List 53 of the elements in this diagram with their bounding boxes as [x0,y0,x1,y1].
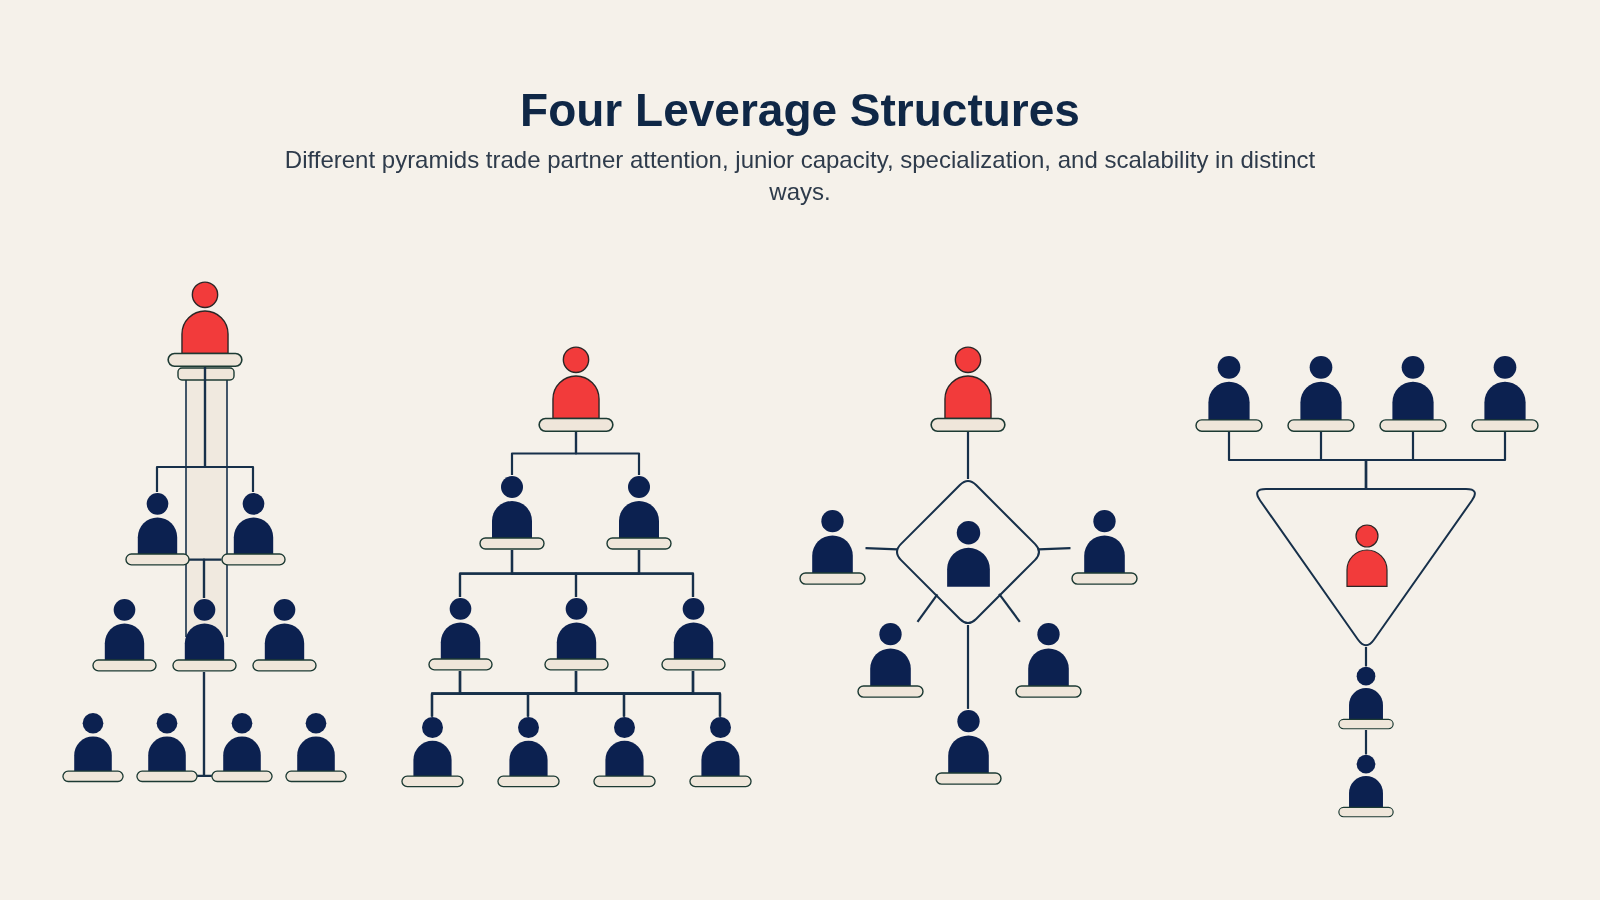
person-icon [606,475,672,550]
person-icon [124,492,190,566]
connector-line [1364,432,1507,488]
person-icon [1014,621,1082,698]
connector-line [203,367,255,493]
person-icon [538,345,614,432]
person-icon [1287,354,1355,432]
person-icon [1070,508,1138,585]
subtitle: Different pyramids trade partner attention, junior capacity, specialization, and scalability in distinct ways. [283,145,1317,207]
person-icon [479,475,545,550]
connector-line [916,593,939,623]
connector-line [865,547,898,551]
person-icon [1379,354,1447,432]
person-icon [167,280,243,367]
person-icon [1345,524,1389,587]
person-icon [171,598,237,672]
connector-line [1038,547,1071,551]
person-icon [934,708,1002,785]
person-icon [62,711,124,782]
connector-line [637,550,695,598]
person-icon [944,519,992,588]
person-icon [1471,354,1539,432]
person-icon [251,598,317,672]
connector-line [202,672,212,777]
person-icon [220,492,286,566]
title: Four Leverage Structures [520,83,1080,138]
person-icon [1338,754,1394,818]
person-icon [400,716,464,788]
person-icon [1195,354,1263,432]
person-icon [136,711,198,782]
connector-line [998,593,1021,623]
person-icon [496,716,560,788]
person-icon [592,716,656,788]
connector-line [1364,647,1368,667]
diamond-frame [895,479,1041,625]
person-icon [688,716,752,788]
connector-line [574,432,641,475]
person-icon [660,597,726,671]
person-icon [798,508,866,585]
funnel-triangle [1256,488,1476,647]
connector-line [966,432,970,479]
connector-line [966,625,970,709]
person-icon [543,597,609,671]
connector-line [1364,730,1368,755]
connector-line [202,558,222,599]
person-icon [91,598,157,672]
person-icon [427,597,493,671]
person-icon [211,711,273,782]
person-icon [1338,666,1394,730]
person-icon [285,711,347,782]
connector-line [691,671,722,717]
person-icon [856,621,924,698]
person-icon [930,345,1006,432]
